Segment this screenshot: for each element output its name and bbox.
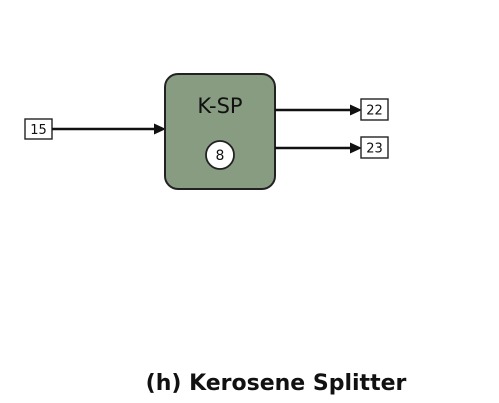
splitter-unit: K-SP 8: [164, 73, 276, 190]
outlet-bottom-stream-box: [360, 136, 389, 159]
splitter-unit-label: K-SP: [197, 94, 242, 118]
outlet-top-arrow: [275, 104, 362, 116]
outlet-bottom-stream-label: 23: [366, 142, 383, 157]
inlet-stream-label: 15: [30, 123, 47, 138]
outlet-top-stream-node: 22: [360, 98, 389, 121]
outlet-bottom-stream-node: 23: [360, 136, 389, 159]
outlet-top-stream-box: [360, 98, 389, 121]
outlet-top-stream-label: 22: [366, 104, 383, 119]
outlet-bottom-arrow: [275, 142, 362, 154]
inlet-arrow-head: [154, 123, 166, 135]
figure-caption: (h) Kerosene Splitter: [146, 371, 407, 396]
unit-id-number: 8: [216, 148, 225, 164]
unit-id-circle: [205, 140, 235, 170]
outlet-top-arrow-head: [350, 104, 362, 116]
inlet-stream-node: 15: [24, 118, 53, 140]
outlet-bottom-arrow-head: [350, 142, 362, 154]
splitter-unit-box: [164, 73, 276, 190]
inlet-arrow: [52, 123, 166, 135]
